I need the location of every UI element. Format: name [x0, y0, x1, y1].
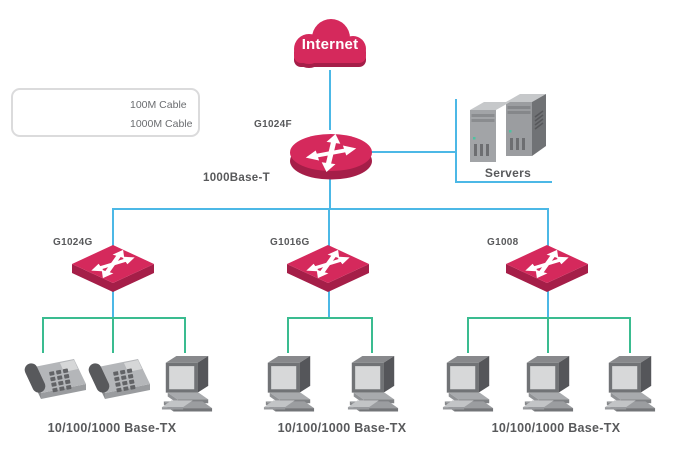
cable-group-3-drop-3	[629, 317, 631, 353]
phone-node	[16, 355, 88, 405]
switch-2-node	[285, 244, 371, 294]
cable-bus-to-switch-1	[112, 208, 114, 252]
phone-icon	[86, 359, 150, 399]
cable-router-to-servers	[367, 151, 456, 153]
switch-icon	[504, 244, 590, 294]
cable-group-3-bus	[467, 317, 631, 319]
cable-group-2-drop-2	[371, 317, 373, 353]
group-3-label: 10/100/1000 Base-TX	[491, 421, 621, 435]
legend-item-1000m: 1000M Cable	[25, 117, 198, 131]
computer-node	[262, 352, 316, 414]
computer-icon	[347, 356, 399, 412]
cable-group-2-drop-1	[287, 317, 289, 353]
switch-1-label: G1024G	[53, 237, 93, 248]
legend: 100M Cable 1000M Cable	[11, 88, 200, 137]
cable-group-3-drop-2	[547, 317, 549, 353]
computer-node	[160, 352, 214, 414]
cable-switch-1-feed	[112, 288, 114, 319]
internet-node: Internet	[282, 16, 378, 74]
group-1-label: 10/100/1000 Base-TX	[47, 421, 177, 435]
cable-switch-2-feed	[328, 288, 330, 319]
switch-2-label: G1016G	[270, 237, 310, 248]
cable-bus-to-switch-3	[547, 208, 549, 252]
computer-node	[603, 352, 657, 414]
servers-node	[466, 90, 550, 166]
switch-3-node	[504, 244, 590, 294]
computer-icon	[161, 356, 213, 412]
switch-icon	[70, 244, 156, 294]
cable-group-1-drop-2	[112, 317, 114, 353]
core-router-node	[288, 127, 374, 181]
cable-switch-3-feed	[547, 288, 549, 319]
router-icon	[288, 127, 374, 181]
backbone-label: 1000Base-T	[203, 172, 270, 184]
cable-group-3-drop-1	[467, 317, 469, 353]
cable-router-to-bus	[329, 174, 331, 210]
legend-1000m-label: 1000M Cable	[130, 117, 193, 130]
cable-group-1-drop-3	[184, 317, 186, 353]
legend-100m-label: 100M Cable	[130, 98, 187, 111]
computer-icon	[604, 356, 656, 412]
core-router-label: G1024F	[254, 119, 292, 130]
internet-label: Internet	[301, 36, 359, 53]
computer-node	[441, 352, 495, 414]
cable-main-bus	[113, 208, 549, 210]
group-2-label: 10/100/1000 Base-TX	[277, 421, 407, 435]
cable-servers-horizontal	[455, 181, 552, 183]
computer-icon	[263, 356, 315, 412]
computer-icon	[442, 356, 494, 412]
switch-3-label: G1008	[487, 237, 519, 248]
legend-1000m-cable-line	[25, 123, 120, 125]
cable-group-1-bus	[42, 317, 186, 319]
computer-node	[521, 352, 575, 414]
legend-item-100m: 100M Cable	[25, 98, 198, 112]
switch-1-node	[70, 244, 156, 294]
phone-icon	[22, 359, 86, 399]
servers-icon	[469, 93, 547, 163]
switch-icon	[285, 244, 371, 294]
cable-group-2-bus	[287, 317, 373, 319]
computer-icon	[522, 356, 574, 412]
computer-node	[346, 352, 400, 414]
servers-label: Servers	[484, 166, 532, 180]
phone-node	[80, 355, 152, 405]
cable-internet-to-router	[329, 70, 331, 130]
cable-servers-vertical	[455, 99, 457, 183]
legend-100m-cable-line	[25, 104, 120, 106]
cable-group-1-drop-1	[42, 317, 44, 353]
cable-bus-to-switch-2	[328, 208, 330, 252]
